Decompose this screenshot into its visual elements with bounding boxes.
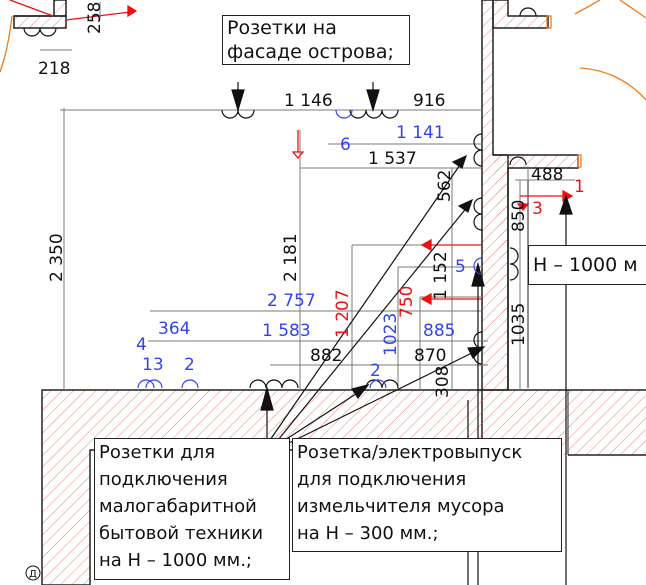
note-height-tag: Н – 1000 м xyxy=(528,245,646,285)
dim-1141: 1 141 xyxy=(396,123,445,143)
dim-2757: 2 757 xyxy=(267,291,316,311)
dim-850: 850 xyxy=(509,200,529,232)
red-leaders xyxy=(420,189,574,306)
label-2-right: 2 xyxy=(370,361,381,381)
dim-885: 885 xyxy=(423,321,455,341)
dim-364: 364 xyxy=(158,319,190,339)
dim-218: 218 xyxy=(38,59,70,79)
dim-2350: 2 350 xyxy=(47,233,67,282)
dim-562: 562 xyxy=(435,170,455,202)
dimension-lines xyxy=(40,2,575,390)
dim-1207: 1 207 xyxy=(333,289,353,338)
dim-1035: 1035 xyxy=(509,303,529,346)
note-disposer-outlet: Розетка/электровыпуск для подключения из… xyxy=(292,438,562,552)
dim-882: 882 xyxy=(310,346,342,366)
dim-916: 916 xyxy=(413,91,445,111)
dim-1537: 1 537 xyxy=(368,149,417,169)
label-6: 6 xyxy=(340,135,351,155)
dim-488: 488 xyxy=(531,165,563,185)
label-2-left: 2 xyxy=(184,355,195,375)
note-appliance-outlets: Розетки для подключения малогабаритной б… xyxy=(94,438,290,580)
dim-1146: 1 146 xyxy=(284,91,333,111)
axis-marker: Д xyxy=(25,565,41,581)
dimension-texts: 218 258 1 146 916 1 537 562 2 350 2 181 … xyxy=(38,2,563,398)
recess-wall xyxy=(493,154,579,390)
dim-750: 750 xyxy=(397,286,417,318)
dim-2181: 2 181 xyxy=(281,233,301,282)
label-1: 1 xyxy=(574,177,585,197)
upper-left-wall xyxy=(13,15,67,29)
axis-marker-label: Д xyxy=(29,569,37,580)
dim-1583: 1 583 xyxy=(262,321,311,341)
dim-870: 870 xyxy=(414,346,446,366)
dim-1023: 1023 xyxy=(381,313,401,356)
door-arcs xyxy=(0,0,646,168)
dimension-texts-blue: 1 141 6 2 757 1 583 364 4 13 2 2 1023 88… xyxy=(136,123,466,381)
label-5: 5 xyxy=(455,257,466,277)
note-facade-outlets: Розетки на фасаде острова; xyxy=(222,15,410,65)
dim-1152: 1 152 xyxy=(431,251,451,300)
label-13: 13 xyxy=(142,355,164,375)
dimension-texts-red: 1 207 750 3 1 xyxy=(333,177,585,338)
dim-258: 258 xyxy=(85,2,105,34)
label-4: 4 xyxy=(136,335,147,355)
label-3: 3 xyxy=(532,199,543,219)
outlet-symbols-blue xyxy=(137,109,483,389)
dim-308: 308 xyxy=(433,366,453,398)
outlet-symbols xyxy=(23,7,537,389)
